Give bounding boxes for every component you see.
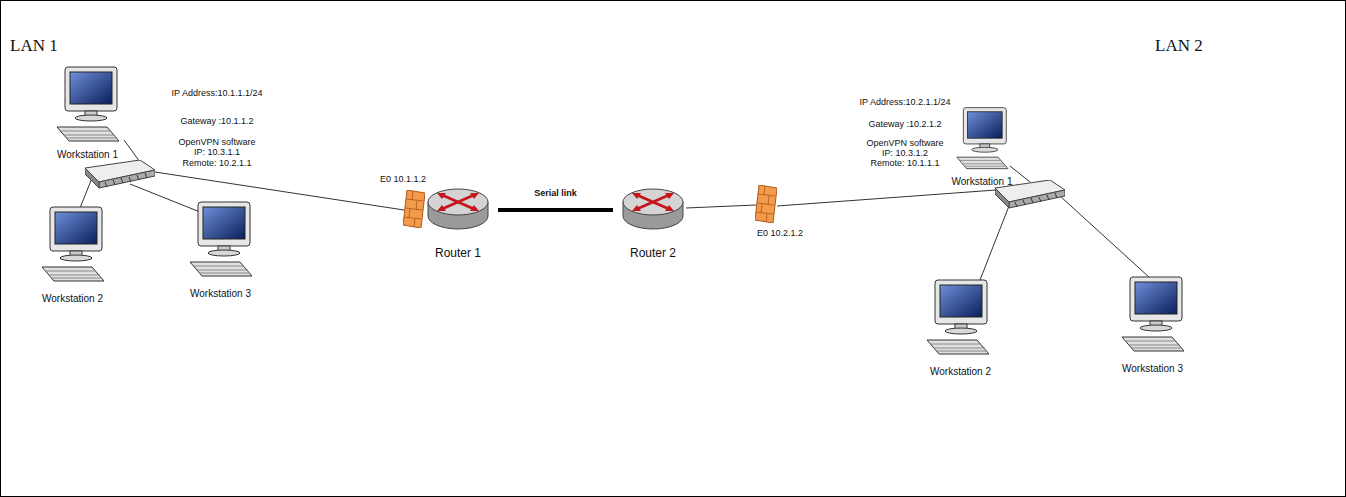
wire [155,172,404,210]
address-note: IP Address:10.2.1.1/24 [860,97,951,107]
workstation-icon [1122,277,1184,351]
hub-icon [85,160,155,188]
node-label: Router 2 [630,246,676,260]
wire [1010,166,1030,182]
router-icon [623,189,683,229]
address-note: OpenVPN software [178,137,255,147]
address-note: Remote: 10.2.1.1 [182,158,251,168]
workstation-node: Workstation 2 [913,278,1008,378]
router-node: Router 2 [613,178,693,260]
workstation-icon [190,202,252,276]
workstation-icon [57,67,119,141]
node-label: Workstation 3 [1122,363,1183,375]
node-label: Workstation 2 [42,293,103,305]
workstation-node: Workstation 3 [173,200,268,300]
node-label: Workstation 3 [190,288,251,300]
wire [1060,196,1150,278]
workstation-icon [927,280,989,354]
link-label: Serial link [532,188,579,198]
node-label: Workstation 1 [57,149,118,161]
wire [80,178,92,208]
node-label: Router 1 [435,246,481,260]
address-note: Gateway :10.2.1.2 [868,119,941,129]
wire [124,140,140,162]
workstation-node: Workstation 2 [25,205,120,305]
address-note: Remote: 10.1.1.1 [870,158,939,168]
router-icon [428,189,488,229]
address-note: E0 10.2.1.2 [757,228,803,238]
workstation-node: Workstation 1 [40,65,135,161]
wire [686,205,756,208]
node-label: Workstation 2 [930,366,991,378]
lan-title: LAN 2 [1155,36,1203,56]
router-node: Router 1 [418,178,498,260]
workstation-icon [42,207,104,281]
node-label: Workstation 1 [952,176,1013,188]
address-note: IP: 10.3.1.2 [882,148,928,158]
firewall-icon [755,185,777,223]
serial-link [498,208,613,212]
wire [980,206,1009,280]
lan-title: LAN 1 [10,36,58,56]
wire [130,184,200,212]
workstation-node: Workstation 3 [1105,275,1200,375]
address-note: IP Address:10.1.1.1/24 [172,88,263,98]
firewall-icon [403,190,425,228]
address-note: E0 10.1.1.2 [380,174,426,184]
address-note: IP: 10.3.1.1 [194,147,240,157]
workstation-node: Workstation 1 [935,106,1029,188]
address-note: OpenVPN software [866,138,943,148]
wire [777,190,996,206]
workstation-icon [957,108,1008,169]
address-note: Gateway :10.1.1.2 [180,116,253,126]
